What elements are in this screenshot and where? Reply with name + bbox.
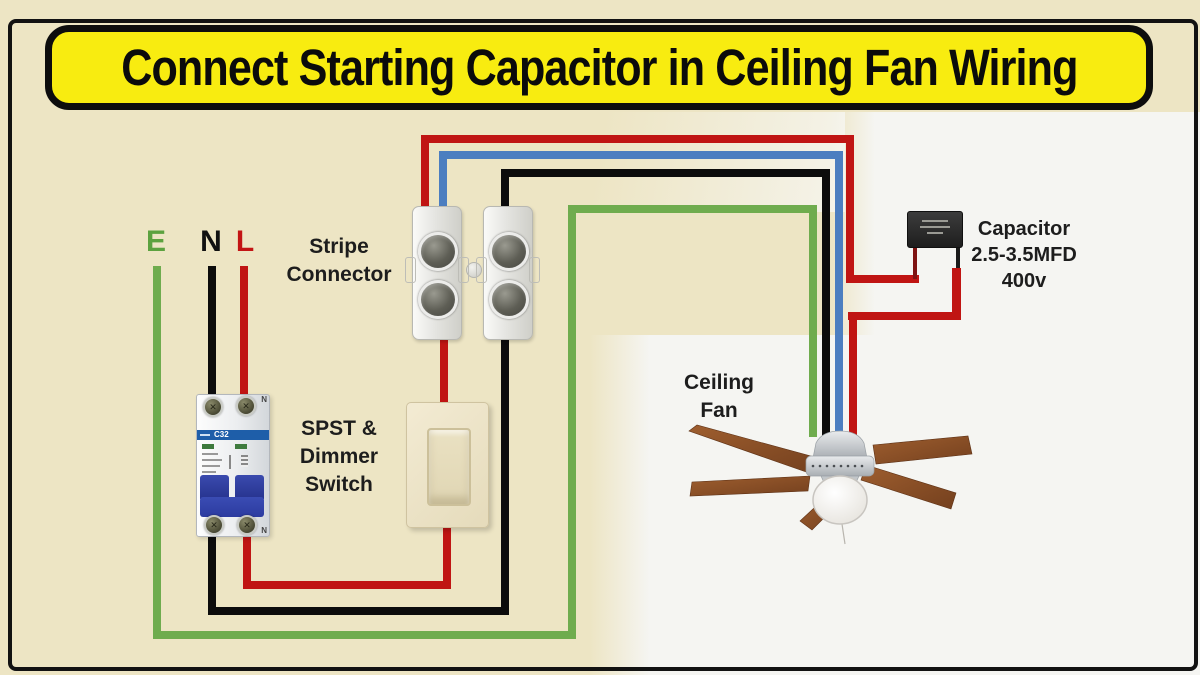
capacitor-lead-wire — [956, 246, 960, 272]
connector-screw-terminal — [489, 280, 529, 319]
stripe-connector-image — [405, 206, 469, 340]
blue-wire-segment — [439, 151, 843, 159]
neutral-label: N — [200, 225, 222, 258]
spst-dimmer-label-line1: SPST & — [301, 417, 377, 440]
earth-wire-segment — [568, 205, 817, 213]
mcb-screw-terminal — [237, 515, 257, 535]
connector-flange — [476, 257, 487, 283]
neutral-wire-segment — [208, 533, 216, 615]
earth-wire-segment — [809, 205, 817, 437]
mcb-screw-terminal — [203, 397, 223, 417]
dimmer-rocker — [427, 428, 471, 506]
mcb-fine-print — [202, 453, 218, 455]
mcb-pole-label: N — [261, 395, 267, 404]
mcb-cert-mark — [202, 444, 214, 449]
mcb-screw-terminal — [204, 515, 224, 535]
capacitor-label: Capacitor 2.5-3.5MFD 400v — [946, 216, 1102, 294]
capacitor-print — [927, 232, 943, 234]
mcb-marking — [241, 455, 248, 467]
mcb-image: N C32 N — [196, 394, 270, 537]
earth-wire-segment — [153, 266, 161, 639]
live-wire-segment — [952, 268, 961, 320]
capacitor-label-line3: 400v — [1001, 270, 1047, 292]
spst-dimmer-label-line3: Switch — [305, 473, 373, 496]
connector-screw-terminal — [418, 280, 458, 319]
stripe-connector-label-line2: Connector — [286, 263, 392, 286]
earth-wire-segment — [568, 205, 576, 639]
mcb-band-text — [200, 434, 210, 436]
neutral-wire-segment — [822, 169, 830, 437]
earth-label: E — [145, 225, 166, 258]
spst-dimmer-label-line2: Dimmer — [299, 445, 379, 468]
live-wire-segment — [421, 135, 429, 207]
photo-edge-fade — [560, 112, 845, 212]
live-label: L — [235, 225, 255, 258]
neutral-wire-segment — [208, 266, 216, 394]
live-wire-segment — [240, 266, 248, 394]
capacitor-photo-background — [830, 112, 1200, 342]
connector-screw-terminal — [489, 232, 529, 271]
stripe-connector-label: Stripe Connector — [264, 233, 414, 289]
live-wire-segment — [421, 135, 854, 143]
mcb-toggle-base — [200, 497, 264, 517]
live-wire-segment — [846, 275, 919, 283]
fan-photo-background — [590, 335, 1200, 675]
mcb-marking — [229, 455, 231, 469]
neutral-wire-segment — [208, 607, 509, 615]
page-title: Connect Starting Capacitor in Ceiling Fa… — [120, 39, 1078, 96]
mcb-cert-mark — [235, 444, 247, 449]
mcb-fine-print — [202, 459, 222, 461]
ceiling-fan-label: Ceiling Fan — [644, 369, 794, 425]
capacitor-print — [920, 226, 950, 228]
stripe-connector-image — [476, 206, 540, 340]
mcb-pole-label: N — [261, 526, 267, 535]
mcb-fine-print — [202, 465, 220, 467]
connector-flange — [529, 257, 540, 283]
blue-wire-segment — [439, 151, 447, 207]
earth-wire-segment — [153, 631, 576, 639]
mcb-screw-terminal — [236, 396, 256, 416]
stripe-connector-bridge — [466, 262, 482, 278]
live-wire-segment — [243, 533, 251, 589]
live-wire-segment — [440, 338, 448, 404]
mcb-toggle-handle — [200, 475, 229, 499]
capacitor-print — [922, 220, 948, 222]
neutral-wire-segment — [501, 169, 509, 615]
connector-flange — [405, 257, 416, 283]
title-banner: Connect Starting Capacitor in Ceiling Fa… — [45, 25, 1153, 110]
stripe-connector-label-line1: Stripe — [309, 235, 369, 258]
live-wire-segment — [849, 312, 857, 437]
live-wire-segment — [243, 581, 451, 589]
capacitor-label-line2: 2.5-3.5MFD — [971, 244, 1077, 266]
mcb-fine-print — [202, 471, 216, 473]
mcb-toggle-handle — [235, 475, 264, 499]
live-wire-segment — [443, 525, 451, 589]
connector-screw-terminal — [418, 232, 458, 271]
live-wire-segment — [848, 312, 961, 320]
ceiling-fan-label-line2: Fan — [700, 399, 738, 422]
mcb-brand-band — [197, 430, 269, 440]
dimmer-switch-image — [406, 402, 489, 528]
ceiling-fan-image — [688, 424, 973, 545]
blue-wire-segment — [835, 151, 843, 437]
neutral-wire-segment — [501, 169, 830, 177]
capacitor-lead-wire — [913, 246, 917, 279]
spst-dimmer-label: SPST & Dimmer Switch — [264, 415, 414, 499]
capacitor-label-line1: Capacitor — [977, 218, 1071, 240]
connector-flange — [458, 257, 469, 283]
ceiling-fan-label-line1: Ceiling — [683, 371, 754, 394]
mcb-rating-label: C32 — [214, 430, 229, 439]
live-wire-segment — [846, 135, 854, 283]
capacitor-image — [907, 211, 963, 248]
